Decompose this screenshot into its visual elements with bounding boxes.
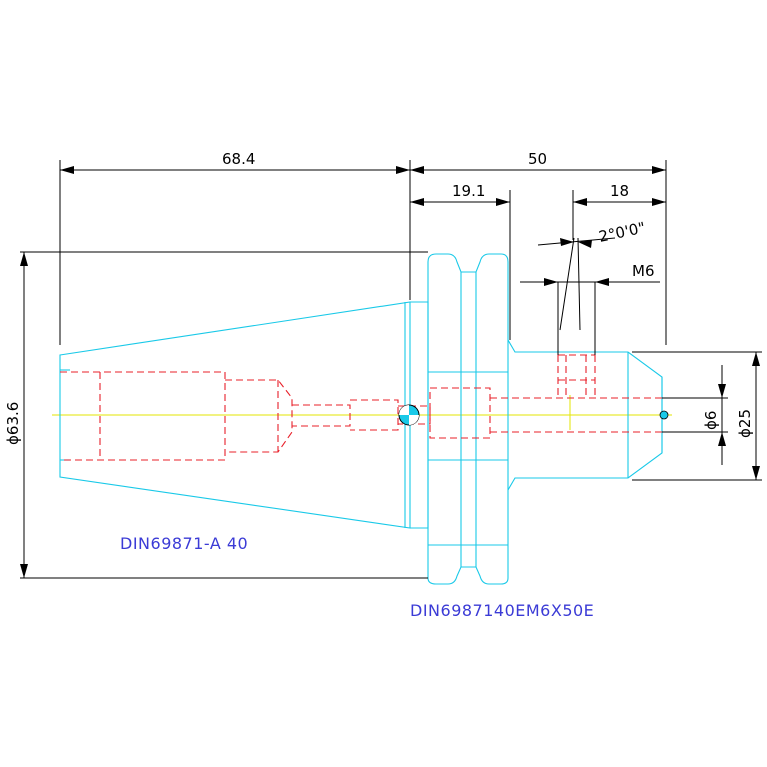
dim-flange-to-shank: 19.1 xyxy=(452,182,485,200)
flange-outline xyxy=(427,253,509,585)
dim-shank-diameter: ϕ25 xyxy=(736,409,754,438)
hidden-lines xyxy=(60,354,662,461)
dim-shank-end: 18 xyxy=(610,182,629,200)
dim-bore-diameter: ϕ6 xyxy=(702,411,720,430)
dim-thread: M6 xyxy=(632,262,655,280)
dim-taper-length: 68.4 xyxy=(222,150,255,168)
dim-angle: 2°0'0" xyxy=(597,219,647,246)
dim-flange-diameter: ϕ63.6 xyxy=(4,402,22,445)
center-marker-right xyxy=(659,410,669,420)
dimension-lines xyxy=(20,160,762,579)
dim-overall-length: 50 xyxy=(528,150,547,168)
taper-standard-label: DIN69871-A 40 xyxy=(120,534,248,553)
part-code-label: DIN6987140EM6X50E xyxy=(410,601,594,620)
